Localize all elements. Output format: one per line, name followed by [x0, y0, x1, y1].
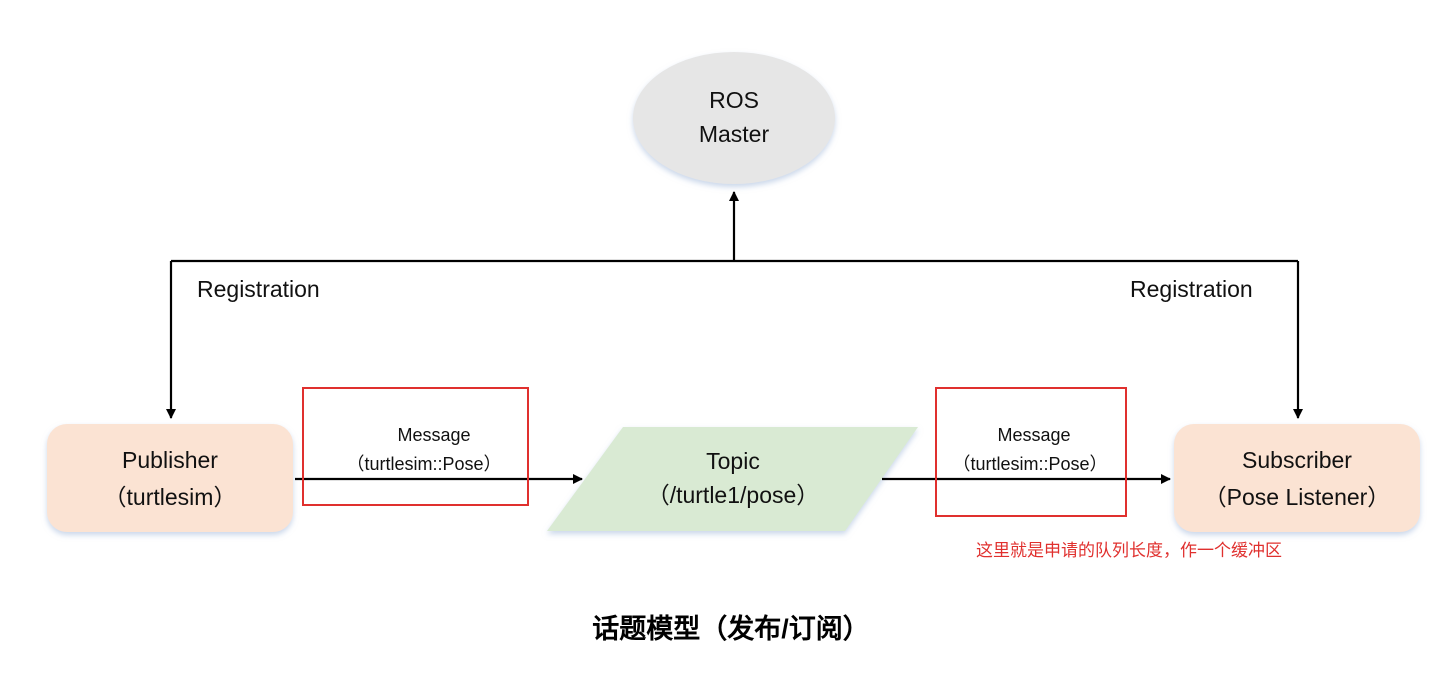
message-label-left-line1: Message — [397, 425, 470, 445]
ros-master-node: ROS Master — [633, 52, 835, 184]
highlight-box-left — [302, 387, 529, 506]
topic-node: Topic （/turtle1/pose） — [547, 427, 918, 531]
message-label-right-line2: （turtlesim::Pose） — [952, 454, 1107, 474]
publisher-label-line1: Publisher — [122, 447, 218, 473]
ros-master-label-line1: ROS — [709, 87, 759, 113]
message-label-left-line2: （turtlesim::Pose） — [346, 454, 501, 474]
message-label-right-line1: Message — [997, 425, 1070, 445]
registration-label-left: Registration — [197, 276, 320, 302]
topic-shape — [547, 427, 918, 531]
subscriber-label-line2: （Pose Listener） — [1204, 484, 1391, 510]
ros-master-shape — [633, 52, 835, 184]
diagram-caption: 话题模型（发布/订阅） — [592, 613, 870, 644]
subscriber-shape — [1174, 424, 1420, 532]
publisher-label-line2: （turtlesim） — [104, 484, 237, 510]
topic-label-line1: Topic — [706, 448, 760, 474]
highlight-box-right — [935, 387, 1127, 517]
subscriber-label-line1: Subscriber — [1242, 447, 1352, 473]
registration-connectors — [166, 191, 1303, 419]
registration-label-right: Registration — [1130, 276, 1253, 302]
queue-buffer-note: 这里就是申请的队列长度，作一个缓冲区 — [976, 541, 1282, 560]
publisher-shape — [47, 424, 293, 532]
topic-label-line2: （/turtle1/pose） — [647, 482, 820, 508]
publisher-node: Publisher （turtlesim） — [47, 424, 293, 532]
ros-master-label-line2: Master — [699, 121, 770, 147]
subscriber-node: Subscriber （Pose Listener） — [1174, 424, 1420, 532]
